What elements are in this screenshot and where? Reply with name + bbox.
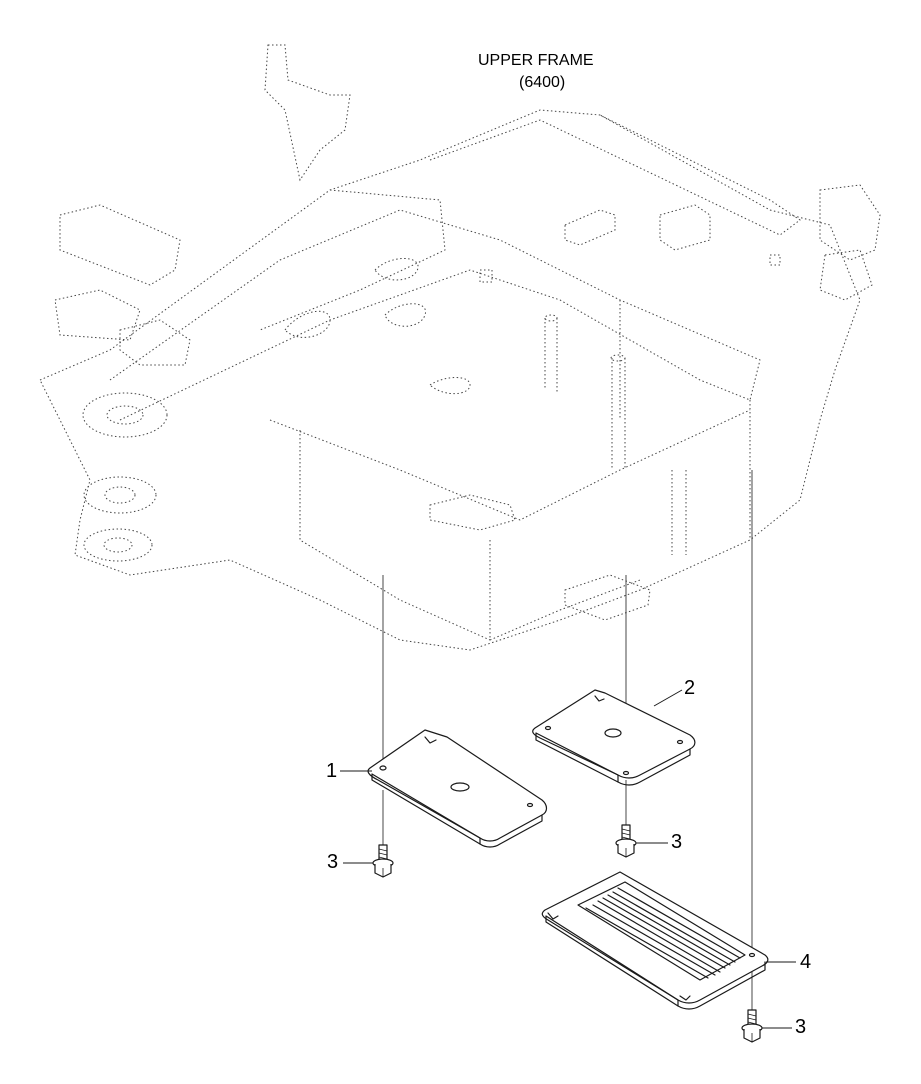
callout-part-3-right: 3 xyxy=(795,1016,807,1038)
part-4-grille-cover xyxy=(541,871,769,1010)
callout-part-1: 1 xyxy=(326,760,338,782)
part-3-bolt-right xyxy=(741,1009,763,1043)
part-3-bolt-middle xyxy=(615,824,637,858)
callout-part-3-middle: 3 xyxy=(671,831,683,853)
callout-part-2: 2 xyxy=(684,677,696,699)
upper-frame xyxy=(39,44,881,651)
part-3-bolt-left xyxy=(372,844,394,878)
title-line-2: (6400) xyxy=(519,74,566,91)
part-1-cover-plate xyxy=(367,729,548,848)
callout-part-3-left: 3 xyxy=(327,851,339,873)
part-2-cover-plate xyxy=(532,689,696,786)
callout-leaders xyxy=(340,689,796,1029)
callout-part-4: 4 xyxy=(800,951,812,973)
title-line-1: UPPER FRAME xyxy=(478,52,594,69)
